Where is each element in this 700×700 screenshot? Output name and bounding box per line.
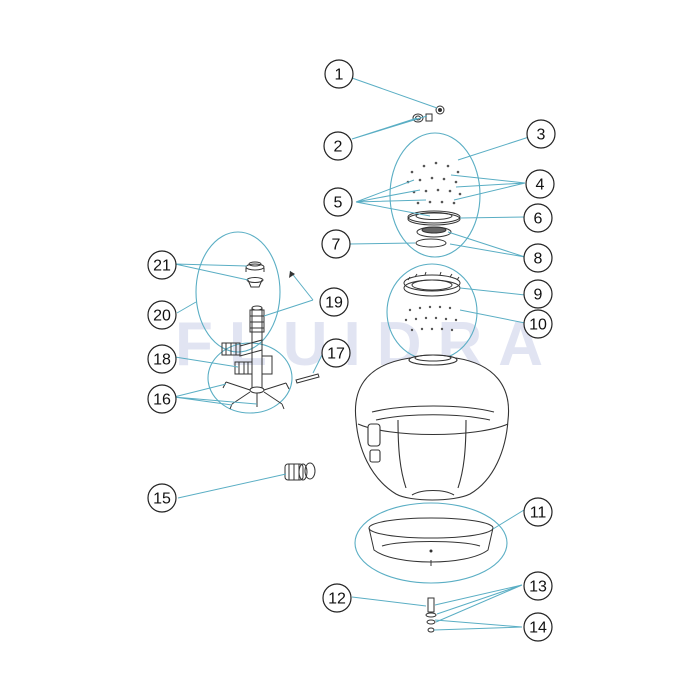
callout-label: 3 — [537, 127, 546, 144]
callout-circle — [523, 203, 553, 233]
watermark: FLUIDRA — [175, 310, 559, 379]
callout-label: 19 — [325, 295, 343, 312]
callout-12: 12 — [322, 583, 352, 613]
callout-7: 7 — [321, 229, 351, 259]
callout-label: 2 — [334, 139, 343, 156]
callout-label: 5 — [334, 195, 343, 212]
callout-circle — [523, 243, 553, 273]
callout-16: 16 — [147, 384, 177, 414]
callout-label: 12 — [328, 591, 346, 608]
callout-3: 3 — [526, 119, 556, 149]
callout-circle — [147, 384, 177, 414]
callout-10: 10 — [523, 309, 553, 339]
callout-circle — [147, 300, 177, 330]
callout-label: 18 — [153, 352, 171, 369]
laterals-hub — [222, 381, 290, 410]
arrow-head — [289, 271, 295, 278]
callout-circle — [321, 338, 351, 368]
callout-label: 1 — [335, 67, 344, 84]
union-fitting — [284, 462, 316, 481]
callout-label: 20 — [153, 308, 171, 325]
callout-label: 10 — [529, 317, 547, 334]
callout-label: 16 — [153, 392, 171, 409]
callout-circle — [321, 229, 351, 259]
callout-label: 7 — [332, 237, 341, 254]
callout-14: 14 — [523, 612, 553, 642]
callout-17: 17 — [321, 338, 351, 368]
callout-19: 19 — [319, 287, 349, 317]
callout-9: 9 — [523, 279, 553, 309]
callout-label: 8 — [534, 251, 543, 268]
callout-circle — [526, 119, 556, 149]
callout-15: 15 — [147, 483, 177, 513]
collector-pipe — [221, 305, 265, 388]
callout-circle — [525, 169, 555, 199]
callout-circle — [523, 497, 553, 527]
callout-18: 18 — [147, 344, 177, 374]
callout-circle — [523, 571, 553, 601]
callout-circle — [324, 59, 354, 89]
tank-base — [368, 517, 494, 566]
callout-circle — [319, 287, 349, 317]
lid-ring — [407, 210, 461, 226]
callout-circle — [322, 583, 352, 613]
callout-circle — [523, 612, 553, 642]
small-pipe — [295, 373, 320, 384]
callout-circle — [523, 279, 553, 309]
callout-label: 9 — [534, 287, 543, 304]
callout-11: 11 — [523, 497, 553, 527]
callout-circle — [147, 250, 177, 280]
callout-4: 4 — [525, 169, 555, 199]
group-ellipse-collector-top — [195, 231, 281, 353]
lid — [416, 226, 452, 238]
callout-label: 17 — [327, 346, 345, 363]
gauge-assembly — [412, 105, 445, 123]
callout-circle — [323, 187, 353, 217]
callout-circle — [147, 344, 177, 374]
group-ellipse-base — [354, 502, 508, 584]
callout-label: 15 — [153, 491, 171, 508]
callout-label: 4 — [536, 177, 545, 194]
callout-6: 6 — [523, 203, 553, 233]
leader-lines — [173, 77, 530, 631]
callout-1: 1 — [324, 59, 354, 89]
drain-plug — [425, 597, 437, 633]
callout-label: 13 — [529, 579, 547, 596]
collector-cap — [245, 261, 265, 288]
callout-2: 2 — [323, 131, 353, 161]
top-diffuser-dots — [406, 161, 462, 205]
callout-21: 21 — [147, 250, 177, 280]
elbow-pipe — [234, 355, 273, 375]
o-ring — [415, 238, 447, 248]
filter-tank — [354, 354, 510, 501]
lower-diffuser-dots — [404, 305, 458, 332]
callout-8: 8 — [523, 243, 553, 273]
callout-circle — [323, 131, 353, 161]
callout-5: 5 — [323, 187, 353, 217]
callout-circle — [523, 309, 553, 339]
callout-label: 21 — [153, 258, 171, 275]
callout-label: 11 — [530, 505, 547, 522]
callout-circle — [147, 483, 177, 513]
callout-label: 6 — [534, 211, 543, 228]
group-ellipse-lid-top — [389, 132, 481, 258]
callout-13: 13 — [523, 571, 553, 601]
callout-label: 14 — [529, 620, 547, 637]
collar-ring — [403, 271, 461, 297]
callout-20: 20 — [147, 300, 177, 330]
